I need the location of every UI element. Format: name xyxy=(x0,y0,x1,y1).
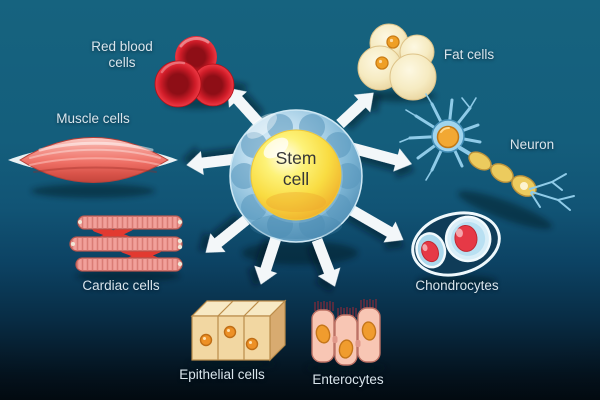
differentiation-arrow xyxy=(311,238,341,287)
label-cardiac-cells: Cardiac cells xyxy=(82,278,160,293)
epithelial-cells-icon xyxy=(190,299,287,362)
arrows-layer xyxy=(186,87,412,287)
differentiation-arrow xyxy=(186,151,245,176)
stem-cell-icon xyxy=(229,109,363,243)
enterocytes-icon xyxy=(311,299,381,366)
muscle-cells-icon xyxy=(8,137,178,183)
cardiac-cells-icon xyxy=(69,215,183,272)
red-blood-cells-icon xyxy=(154,36,235,108)
stem-cell-label: Stem cell xyxy=(275,148,317,189)
differentiation-arrow xyxy=(205,215,250,253)
differentiation-arrow xyxy=(227,87,263,126)
differentiation-arrow xyxy=(345,203,404,243)
label-red-blood-cells: Red blood cells xyxy=(91,39,153,70)
fat-cells-icon xyxy=(357,23,437,101)
label-enterocytes: Enterocytes xyxy=(312,372,384,387)
differentiation-arrow xyxy=(254,236,282,285)
label-fat-cells: Fat cells xyxy=(443,47,495,62)
label-epithelial-cells: Epithelial cells xyxy=(179,367,265,382)
label-muscle-cells: Muscle cells xyxy=(56,111,130,126)
neuron-icon xyxy=(399,93,575,211)
differentiation-arrow xyxy=(336,92,374,129)
chondrocytes-icon xyxy=(411,211,501,277)
label-chondrocytes: Chondrocytes xyxy=(415,278,499,293)
label-neuron: Neuron xyxy=(509,137,555,152)
differentiation-arrow xyxy=(350,142,412,172)
